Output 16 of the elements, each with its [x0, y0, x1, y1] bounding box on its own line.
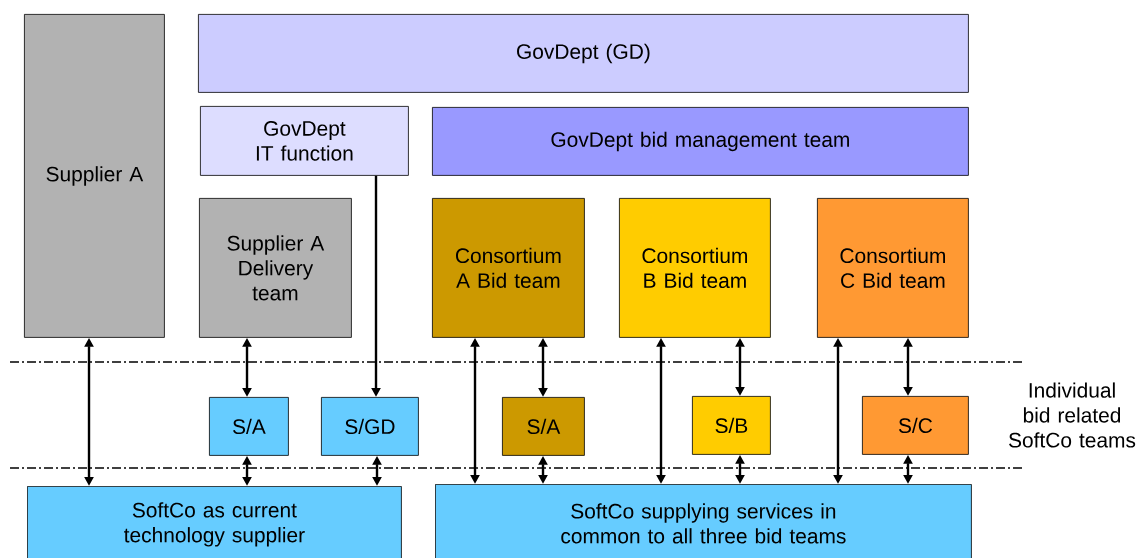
team-box: S/GD — [321, 397, 419, 456]
team-box: Consortium C Bid team — [817, 198, 969, 338]
team-box: GovDept bid management team — [432, 107, 969, 176]
side-note: Individual bid related SoftCo teams — [1009, 382, 1136, 448]
function-box: GovDept IT function — [200, 106, 409, 176]
team-box: Consortium A Bid team — [432, 198, 585, 338]
service-box: SoftCo supplying services in common to all three bid teams — [435, 484, 972, 558]
supplier-box: Supplier A — [24, 14, 165, 338]
team-box: Supplier A Delivery team — [199, 198, 352, 338]
team-box: S/A — [502, 397, 585, 456]
team-box: S/B — [692, 396, 771, 455]
organisation-box: GovDept (GD) — [198, 14, 969, 93]
team-box: S/C — [862, 396, 969, 455]
team-box: Consortium B Bid team — [619, 198, 771, 338]
service-box: SoftCo as current technology supplier — [27, 486, 402, 558]
team-box: S/A — [209, 397, 289, 456]
